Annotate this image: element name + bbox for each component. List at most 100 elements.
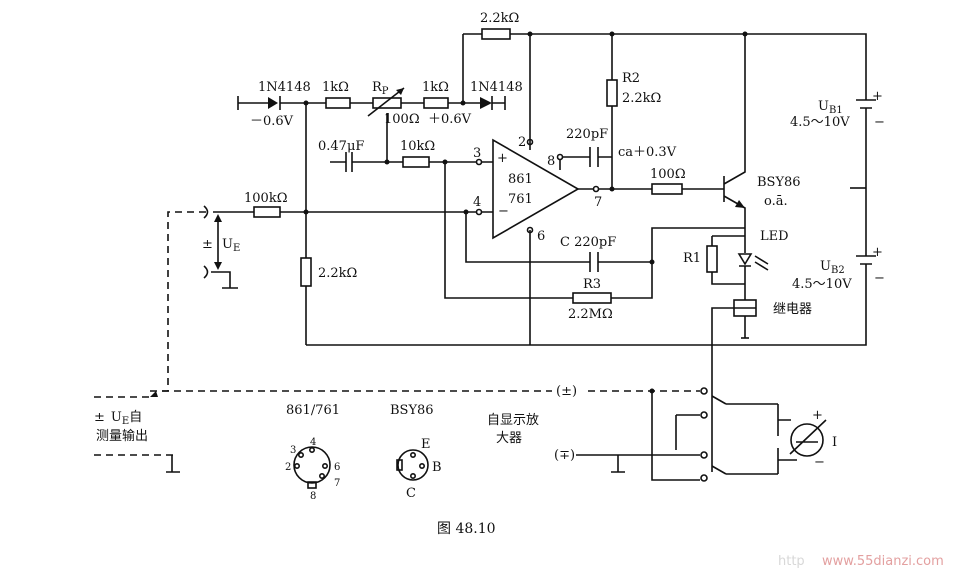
pin2-terminal — [526, 138, 534, 146]
pinout-pin — [297, 451, 304, 458]
diode-right-bar — [491, 96, 506, 110]
label-r-top: 2.2kΩ — [480, 11, 519, 26]
pinout-pin — [409, 472, 416, 479]
pinout-pin — [418, 462, 425, 469]
label-ca-v: ca＋0.3V — [618, 145, 677, 160]
label-rp: RP — [372, 80, 389, 97]
label-pin6: 6 — [537, 229, 545, 244]
resistor-1k-left — [325, 97, 351, 109]
junction-dot — [303, 100, 309, 106]
junction-dot — [442, 159, 448, 165]
pin3-terminal — [475, 158, 483, 166]
label-10k: 10kΩ — [400, 139, 435, 154]
label-r2-val: 2.2kΩ — [622, 91, 661, 106]
label-opamp-top: 861 — [508, 172, 533, 187]
pin6-terminal — [526, 226, 534, 234]
label-pin-b: B — [432, 460, 442, 475]
label-meter-i: I — [832, 435, 837, 450]
label-1k-left: 1kΩ — [322, 80, 349, 95]
transistor-bsy86 — [723, 34, 746, 228]
resistor-10k — [402, 156, 430, 168]
ue-arrow-up — [214, 214, 222, 222]
label-meter-minus: − — [814, 455, 825, 470]
transistor-emitter-arrow — [735, 200, 745, 208]
label-pin-861-3: 3 — [290, 445, 296, 456]
meter — [790, 423, 824, 457]
label-ue-pm: ± — [202, 237, 213, 252]
opamp-861-761 — [492, 138, 580, 240]
junction-dot — [609, 31, 615, 37]
label-led: LED — [760, 229, 789, 244]
wire-output-dashed — [94, 390, 552, 398]
potentiometer-rp — [372, 97, 402, 109]
label-opamp-bottom: 761 — [508, 192, 533, 207]
junction-dot — [649, 259, 655, 265]
label-r1: R1 — [683, 251, 701, 266]
label-c-220: C 220pF — [560, 235, 616, 250]
capacitor-220pf-top — [589, 147, 599, 167]
led-bar — [739, 255, 769, 271]
pin4-terminal — [475, 208, 483, 216]
diode-right-1n4148 — [480, 97, 492, 109]
label-r3: R3 — [583, 277, 601, 292]
watermark-http: http — [778, 554, 805, 569]
wire-ue-dashed — [158, 211, 206, 392]
junction-dot — [649, 388, 655, 394]
junction-dot — [742, 31, 748, 37]
wire-r1 — [711, 235, 745, 285]
label-diode-right: 1N4148 — [470, 80, 523, 95]
ue-input-jack-top — [203, 205, 209, 219]
label-pin-e: E — [421, 437, 431, 452]
label-opamp-plus: + — [497, 151, 508, 166]
led — [737, 253, 753, 266]
label-diode-left: 1N4148 — [258, 80, 311, 95]
label-pm-line: (±) — [556, 384, 577, 399]
label-r-100: 100Ω — [650, 167, 686, 182]
label-ue: UE — [222, 237, 240, 254]
relay-bar — [734, 307, 756, 338]
pin8-terminal — [556, 153, 564, 161]
label-batt1-minus: − — [874, 115, 885, 130]
label-mp-line: (∓) — [554, 448, 575, 463]
pin7-terminal — [592, 185, 600, 193]
switch-contact — [700, 387, 708, 395]
label-batt2-minus: − — [874, 271, 885, 286]
diode-left-1n4148 — [268, 97, 278, 109]
resistor-r1 — [706, 245, 718, 273]
wire-amp-ground — [611, 455, 625, 473]
label-pin-861-4: 4 — [310, 437, 316, 448]
label-cap-047: 0.47μF — [318, 139, 364, 154]
label-cap-220-top: 220pF — [566, 127, 608, 142]
switch-contact — [700, 474, 708, 482]
label-relay: 继电器 — [773, 302, 812, 317]
label-pin7: 7 — [594, 195, 602, 210]
label-batt1-plus: + — [872, 89, 883, 104]
watermark-url: www.55dianzi.com — [822, 554, 944, 569]
label-100k: 100kΩ — [244, 191, 287, 206]
wire-ue-ground — [211, 271, 238, 289]
ue-arrow-down — [214, 262, 222, 270]
label-diode-right-v: ＋0.6V — [428, 112, 472, 127]
switch-network — [576, 391, 779, 481]
pinout-tab — [307, 481, 317, 489]
label-pin4: 4 — [473, 195, 481, 210]
pinout-tab — [396, 459, 403, 471]
wire-cap-c — [465, 212, 652, 263]
label-amp-1: 自显示放 — [487, 413, 539, 428]
pinout-bsy-body — [397, 449, 429, 481]
label-pin8: 8 — [547, 154, 555, 169]
capacitor-047uf — [345, 152, 353, 172]
pinout-pin — [409, 451, 416, 458]
ue-input-jack-bottom — [203, 265, 209, 279]
output-arrow — [150, 391, 158, 397]
junction-dot — [460, 100, 466, 106]
top-rail-wire — [463, 33, 867, 100]
resistor-100-out — [651, 183, 683, 195]
label-transistor: BSY86 — [757, 175, 801, 190]
label-pin3: 3 — [473, 146, 481, 161]
label-pin-861-2: 2 — [285, 462, 291, 473]
meter-needle — [789, 419, 827, 455]
capacitor-c-220pf — [589, 252, 599, 272]
pinout-pin — [293, 462, 300, 469]
